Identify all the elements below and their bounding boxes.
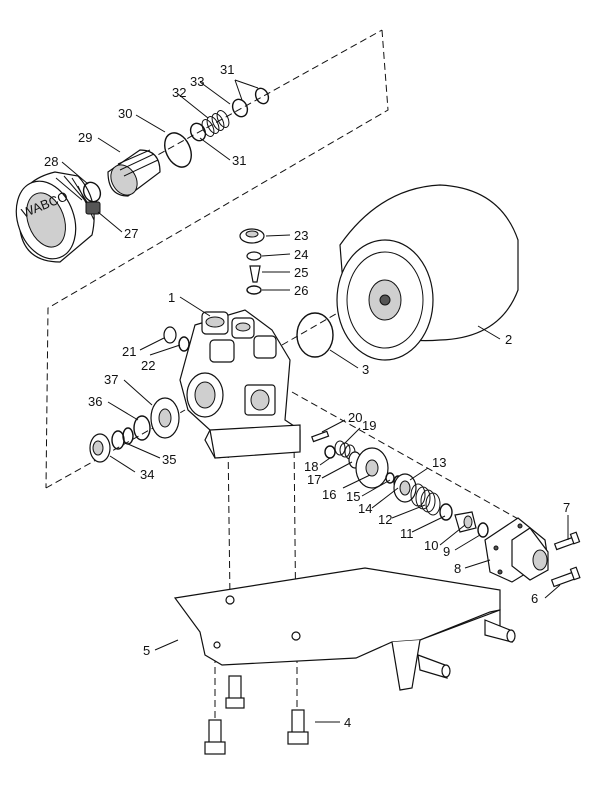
ring-part-15 bbox=[385, 472, 395, 484]
plunger-part-25 bbox=[249, 265, 261, 283]
callout-22: 22 bbox=[141, 358, 155, 373]
insert-part-10 bbox=[454, 511, 477, 533]
plug-part-21 bbox=[163, 326, 177, 344]
callouts: 1 2 3 4 5 6 7 8 9 10 11 12 13 14 15 16 1… bbox=[44, 62, 570, 730]
callout-14: 14 bbox=[358, 501, 372, 516]
leader-lines bbox=[61, 79, 569, 723]
callout-10: 10 bbox=[424, 538, 438, 553]
disc-part-37 bbox=[150, 397, 180, 439]
spring-part-12 bbox=[410, 483, 441, 516]
callout-36: 36 bbox=[88, 394, 102, 409]
fitting-upper bbox=[484, 619, 516, 643]
ring-part-31-upper bbox=[254, 87, 270, 105]
callout-27: 27 bbox=[124, 226, 138, 241]
bolt-part-4-b bbox=[204, 719, 226, 755]
callout-25: 25 bbox=[294, 265, 308, 280]
ring-part-26 bbox=[246, 285, 262, 295]
callout-29: 29 bbox=[78, 130, 92, 145]
ring-part-35 bbox=[111, 427, 134, 450]
callout-21: 21 bbox=[122, 344, 136, 359]
end-cover-part-8 bbox=[484, 517, 549, 583]
o-ring-part-28 bbox=[82, 181, 102, 203]
cap-part-23 bbox=[239, 228, 265, 244]
callout-33: 33 bbox=[190, 74, 204, 89]
callout-11: 11 bbox=[400, 526, 414, 541]
ring-part-9 bbox=[477, 522, 489, 538]
bolt-part-4-a bbox=[225, 675, 245, 709]
circlip-part-30 bbox=[164, 132, 192, 168]
callout-31-upper: 31 bbox=[220, 62, 234, 77]
bracket-part-5 bbox=[173, 567, 516, 691]
callout-30: 30 bbox=[118, 106, 132, 121]
cover-part-27: WABCO bbox=[15, 171, 101, 263]
callout-4: 4 bbox=[344, 715, 351, 730]
callout-13: 13 bbox=[432, 455, 446, 470]
bolt-part-4-c bbox=[287, 709, 309, 745]
callout-2: 2 bbox=[505, 332, 512, 347]
callout-8: 8 bbox=[454, 561, 461, 576]
ring-part-22 bbox=[178, 336, 190, 352]
callout-12: 12 bbox=[378, 512, 392, 527]
ring-part-11 bbox=[439, 503, 453, 521]
callout-37: 37 bbox=[104, 372, 118, 387]
callout-17: 17 bbox=[307, 472, 321, 487]
callout-19: 19 bbox=[362, 418, 376, 433]
nozzle-part-34 bbox=[89, 433, 111, 463]
spring-part-32 bbox=[201, 110, 230, 137]
ring-part-31-lower bbox=[189, 122, 207, 142]
valve-insert-part-29 bbox=[107, 149, 161, 197]
cartridge-part-2 bbox=[336, 184, 519, 361]
callout-23: 23 bbox=[294, 228, 308, 243]
callout-16: 16 bbox=[322, 487, 336, 502]
ring-part-36 bbox=[133, 415, 151, 441]
callout-18: 18 bbox=[304, 459, 318, 474]
callout-7: 7 bbox=[563, 500, 570, 515]
ring-part-18 bbox=[324, 445, 336, 459]
callout-6: 6 bbox=[531, 591, 538, 606]
callout-26: 26 bbox=[294, 283, 308, 298]
callout-15: 15 bbox=[346, 489, 360, 504]
screw-part-6 bbox=[550, 566, 581, 588]
callout-31-lower: 31 bbox=[232, 153, 246, 168]
washer-part-24 bbox=[246, 251, 262, 261]
piston-part-16 bbox=[355, 447, 389, 489]
housing-part-1 bbox=[179, 309, 301, 459]
callout-24: 24 bbox=[294, 247, 308, 262]
callout-32: 32 bbox=[172, 85, 186, 100]
screw-part-7 bbox=[553, 531, 581, 551]
callout-35: 35 bbox=[162, 452, 176, 467]
seal-ring-part-3 bbox=[296, 312, 334, 358]
callout-20: 20 bbox=[348, 410, 362, 425]
callout-34: 34 bbox=[140, 467, 154, 482]
callout-3: 3 bbox=[362, 362, 369, 377]
ring-part-33 bbox=[231, 98, 249, 118]
callout-1: 1 bbox=[168, 290, 175, 305]
callout-5: 5 bbox=[143, 643, 150, 658]
callout-28: 28 bbox=[44, 154, 58, 169]
fitting-lower bbox=[417, 654, 451, 679]
pin-part-20 bbox=[311, 430, 330, 443]
callout-9: 9 bbox=[443, 544, 450, 559]
